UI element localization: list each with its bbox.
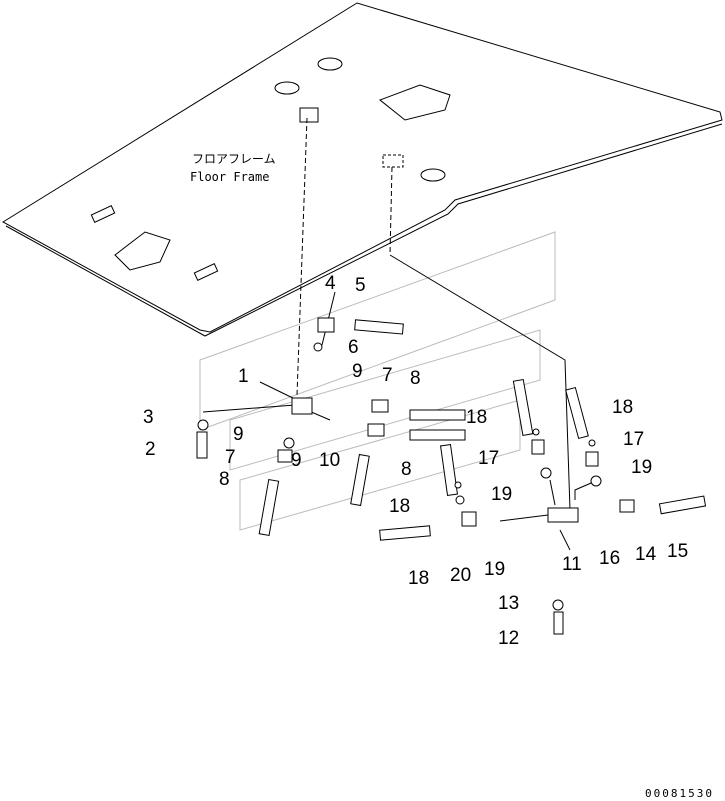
callout-19: 19 xyxy=(484,559,505,580)
callout-9: 9 xyxy=(352,361,363,382)
watermark xyxy=(199,231,556,531)
drawing-code: 00081530 xyxy=(645,787,714,800)
callout-15: 15 xyxy=(667,541,688,562)
callout-8: 8 xyxy=(219,469,230,490)
callout-2: 2 xyxy=(145,439,156,460)
callout-6: 6 xyxy=(348,337,359,358)
callout-13: 13 xyxy=(498,593,519,614)
callout-18: 18 xyxy=(466,407,487,428)
callout-12: 12 xyxy=(498,628,519,649)
frame-label-en: Floor Frame xyxy=(190,170,269,184)
callout-19: 19 xyxy=(631,457,652,478)
callout-4: 4 xyxy=(325,273,336,294)
callout-10: 10 xyxy=(319,450,340,471)
callout-1: 1 xyxy=(238,366,249,387)
callout-18: 18 xyxy=(408,568,429,589)
callout-16: 16 xyxy=(599,548,620,569)
callout-17: 17 xyxy=(478,448,499,469)
floor-frame-plate xyxy=(2,2,723,337)
parts xyxy=(196,317,707,635)
callout-8: 8 xyxy=(401,459,412,480)
callout-5: 5 xyxy=(355,275,366,296)
callout-19: 19 xyxy=(491,484,512,505)
callout-17: 17 xyxy=(623,429,644,450)
callout-18: 18 xyxy=(389,496,410,517)
frame-label-jp: フロアフレーム xyxy=(192,152,276,166)
callout-11: 11 xyxy=(562,554,582,575)
callout-3: 3 xyxy=(143,407,154,428)
callout-7: 7 xyxy=(225,447,236,468)
callout-18: 18 xyxy=(612,397,633,418)
callout-8: 8 xyxy=(410,368,421,389)
callout-numbers: 4 5 6 1 9 7 8 3 2 9 7 9 10 18 17 8 8 19 … xyxy=(143,273,688,649)
callout-7: 7 xyxy=(382,365,393,386)
callout-14: 14 xyxy=(635,544,657,565)
callout-9: 9 xyxy=(291,450,302,471)
callout-20: 20 xyxy=(450,565,471,586)
callout-9: 9 xyxy=(233,424,244,445)
